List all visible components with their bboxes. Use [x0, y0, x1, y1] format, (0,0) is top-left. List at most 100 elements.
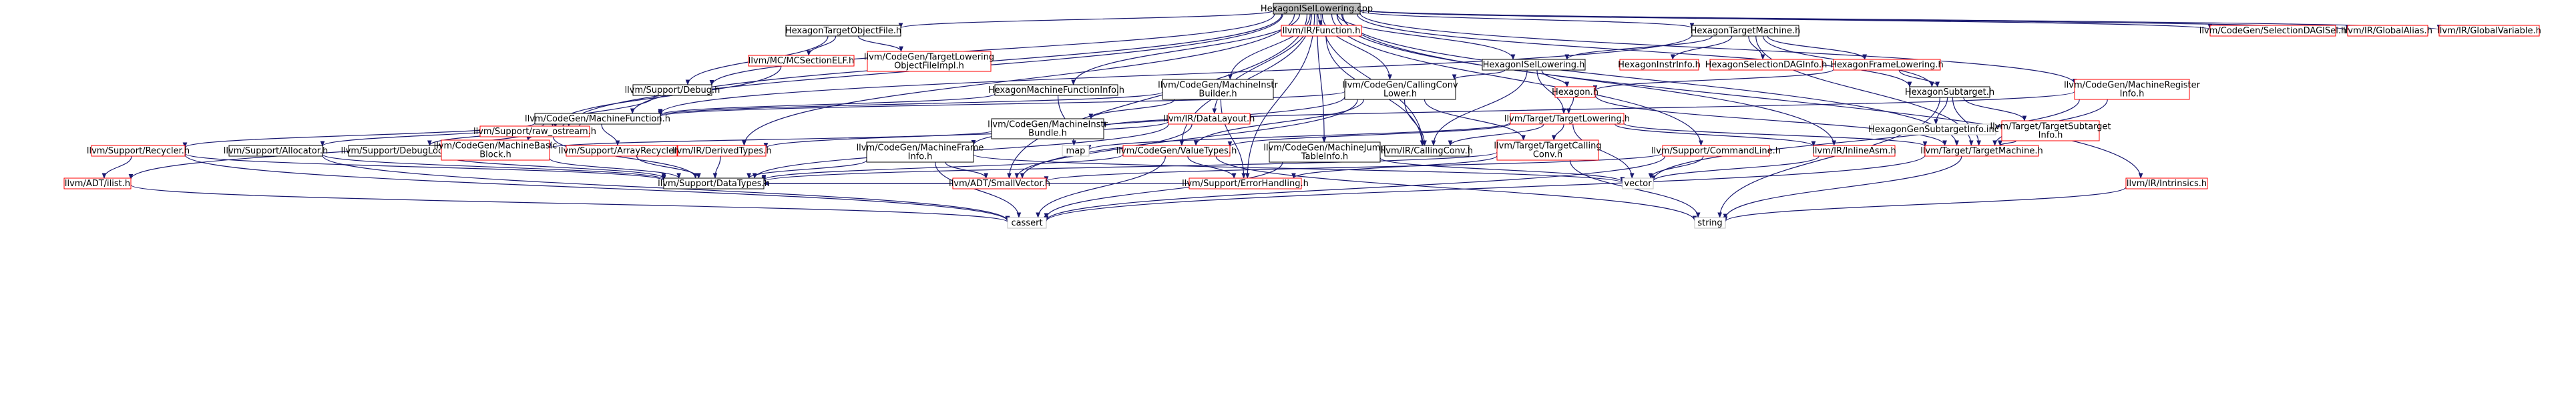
- node-box-ilist: [63, 177, 132, 189]
- node-debug[interactable]: llvm/Support/Debug.h: [625, 84, 720, 96]
- node-framelow[interactable]: HexagonFrameLowering.h: [1830, 59, 1944, 71]
- edge-mibundle-to-mbb: [548, 130, 992, 149]
- node-arec[interactable]: llvm/Support/ArrayRecycler.h: [558, 145, 685, 157]
- node-seldaginfo[interactable]: HexagonSelectionDAGInfo.h: [1705, 59, 1828, 71]
- edge-tl-to-tcc: [1551, 123, 1564, 141]
- node-alloc[interactable]: llvm/Support/Allocator.h: [224, 145, 329, 157]
- node-label-mibundle: llvm/CodeGen/MachineInstr: [988, 120, 1108, 130]
- edges-layer: [101, 9, 2441, 223]
- node-label-cassert: cassert: [1011, 218, 1042, 228]
- node-smallvec[interactable]: llvm/ADT/SmallVector.h: [949, 177, 1050, 189]
- edge-cmdline-to-cassert: [1044, 155, 1666, 222]
- edge-tl-to-inlineasm: [1615, 123, 1816, 147]
- edge-root-to-cmdline: [1331, 13, 1703, 146]
- node-dtypes[interactable]: llvm/IR/DerivedTypes.h: [672, 145, 772, 157]
- edge-root-to-mib: [1228, 13, 1311, 80]
- node-box-instrinfo: [1619, 59, 1699, 71]
- node-mf[interactable]: llvm/CodeGen/MachineFunction.h: [525, 113, 670, 125]
- node-mcsec[interactable]: llvm/MC/MCSectionELF.h: [748, 55, 855, 67]
- node-box-isel: [1482, 59, 1586, 71]
- node-label-mfi: HexagonMachineFunctionInfo.h: [988, 85, 1124, 95]
- node-label-seldaginfo: HexagonSelectionDAGInfo.h: [1705, 60, 1828, 70]
- node-isel[interactable]: HexagonISelLowering.h: [1482, 59, 1586, 71]
- edge-cmdline-to-vector: [1648, 155, 1704, 179]
- edge-htm-to-framelow: [1767, 35, 1868, 60]
- node-seldag[interactable]: llvm/CodeGen/SelectionDAGISel.h: [2199, 25, 2346, 37]
- node-mfi[interactable]: HexagonMachineFunctionInfo.h: [988, 84, 1124, 96]
- node-box-galias: [2347, 25, 2428, 37]
- edge-ccl-to-cc: [1404, 99, 1427, 146]
- edge-mf-to-arec: [601, 123, 620, 146]
- node-label-smallvec: llvm/ADT/SmallVector.h: [949, 179, 1050, 189]
- node-label-ccl: Lower.h: [1383, 89, 1417, 99]
- node-box-tl: [1510, 113, 1625, 125]
- edge-ccl-to-tcc: [1424, 99, 1526, 141]
- node-tof[interactable]: HexagonTargetObjectFile.h: [785, 25, 901, 37]
- node-label-instrinfo: HexagonInstrInfo.h: [1618, 60, 1701, 70]
- edge-root-to-subtarget: [1357, 13, 1912, 87]
- node-label-mbb: llvm/CodeGen/MachineBasic: [434, 141, 558, 151]
- node-cc[interactable]: llvm/IR/CallingConv.h: [1381, 145, 1473, 157]
- node-dl[interactable]: llvm/IR/DataLayout.h: [1164, 113, 1255, 125]
- node-box-mib: [1162, 79, 1274, 100]
- node-label-errh: llvm/Support/ErrorHandling.h: [1182, 179, 1309, 189]
- node-label-ilist: llvm/ADT/ilist.h: [65, 179, 130, 189]
- node-box-tlof: [867, 51, 992, 72]
- node-datatypes[interactable]: llvm/Support/DataTypes.h: [658, 177, 770, 189]
- edge-tl-to-cc: [1448, 123, 1544, 146]
- node-label-seldag: llvm/CodeGen/SelectionDAGISel.h: [2199, 26, 2346, 36]
- node-label-mjt: TableInfo.h: [1301, 152, 1348, 162]
- node-tl[interactable]: llvm/Target/TargetLowering.h: [1504, 113, 1630, 125]
- node-hexh[interactable]: Hexagon.h: [1552, 86, 1598, 98]
- edge-mib-to-mibundle: [1088, 99, 1175, 119]
- node-box-tcc: [1496, 139, 1599, 161]
- node-label-tcc: Conv.h: [1533, 150, 1562, 160]
- node-label-map: map: [1066, 146, 1086, 156]
- node-box-root: [1273, 3, 1361, 15]
- node-instrinfo[interactable]: HexagonInstrInfo.h: [1618, 59, 1701, 71]
- edge-root-to-tm: [1341, 13, 1959, 146]
- edge-vt-to-datatypes: [761, 154, 1124, 181]
- node-recycler[interactable]: llvm/Support/Recycler.h: [87, 145, 190, 157]
- edge-recycler-to-cassert: [184, 154, 1010, 222]
- node-gvar[interactable]: llvm/IR/GlobalVariable.h: [2437, 25, 2541, 37]
- node-inlineasm[interactable]: llvm/IR/InlineAsm.h: [1812, 145, 1896, 157]
- node-box-tm: [1924, 145, 2039, 157]
- node-func[interactable]: llvm/IR/Function.h: [1281, 25, 1362, 37]
- edge-vt-to-errh: [1187, 155, 1237, 179]
- node-subtarget[interactable]: HexagonSubtarget.h: [1905, 86, 1994, 98]
- node-label-datatypes: llvm/Support/DataTypes.h: [658, 179, 770, 189]
- edge-tl-to-vector: [1572, 123, 1635, 179]
- node-label-tsi: Info.h: [2038, 131, 2063, 141]
- node-box-string: [1694, 217, 1726, 229]
- node-tm[interactable]: llvm/Target/TargetMachine.h: [1920, 145, 2043, 157]
- node-root: HexagonISelLowering.cpp: [1261, 3, 1373, 15]
- edge-root-to-inlineasm: [1336, 13, 1837, 146]
- node-ilist[interactable]: llvm/ADT/ilist.h: [63, 177, 132, 189]
- node-vt[interactable]: llvm/CodeGen/ValueTypes.h: [1116, 145, 1237, 157]
- node-galias[interactable]: llvm/IR/GlobalAlias.h: [2343, 25, 2432, 37]
- node-rawos[interactable]: llvm/Support/raw_ostream.h: [473, 125, 596, 137]
- node-box-mjt: [1269, 141, 1381, 163]
- node-box-gvar: [2438, 25, 2540, 37]
- node-errh[interactable]: llvm/Support/ErrorHandling.h: [1182, 177, 1309, 189]
- node-box-ccl: [1344, 79, 1456, 100]
- edge-tl-to-tm: [1623, 123, 1928, 147]
- node-label-string: string: [1697, 218, 1722, 228]
- edge-htm-to-mf: [658, 34, 1693, 115]
- node-cmdline[interactable]: llvm/Support/CommandLine.h: [1651, 145, 1781, 157]
- node-htm[interactable]: HexagonTargetMachine.h: [1691, 25, 1801, 37]
- node-intrin[interactable]: llvm/IR/Intrinsics.h: [2125, 177, 2208, 189]
- node-dloc[interactable]: llvm/Support/DebugLoc.h: [341, 145, 451, 157]
- node-tlof[interactable]: llvm/CodeGen/TargetLoweringObjectFileImp…: [864, 51, 994, 72]
